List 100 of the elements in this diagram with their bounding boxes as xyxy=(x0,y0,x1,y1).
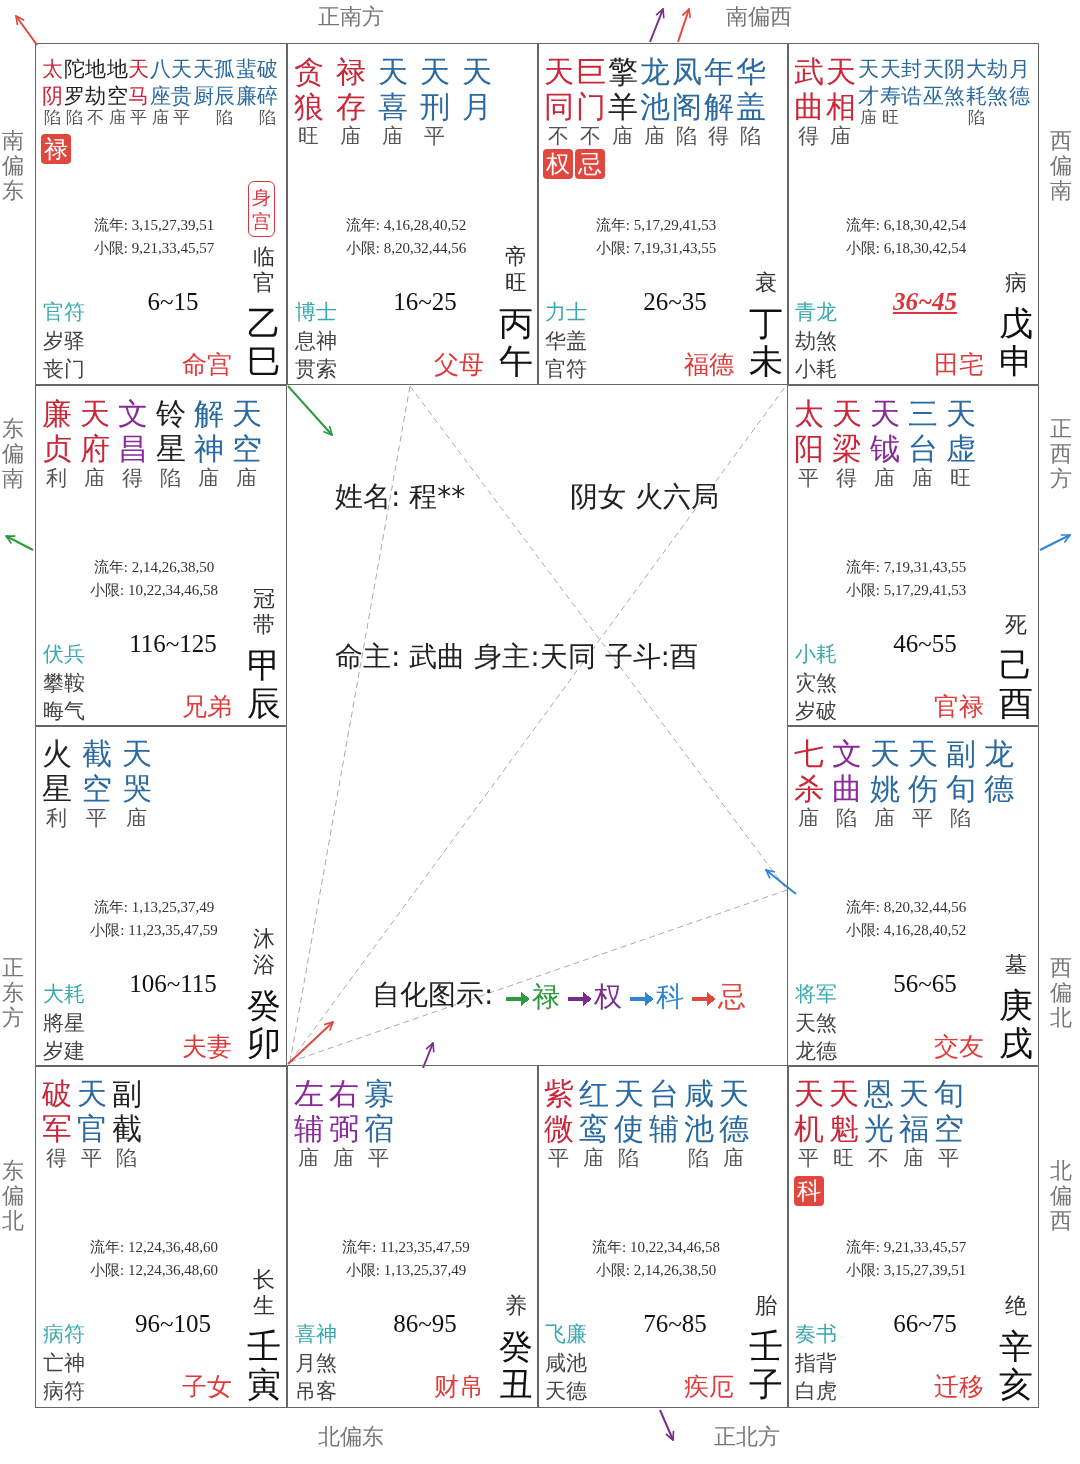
star-name: 紫微 xyxy=(544,1076,574,1146)
life-stage: 死 xyxy=(1005,612,1027,638)
star-name: 台辅 xyxy=(649,1076,679,1146)
direction-label: 正西方 xyxy=(1050,416,1072,491)
palace-cell xyxy=(35,385,287,727)
minor-limit-list: 小限: 7,19,31,43,55 xyxy=(595,241,717,256)
brightness-mark: 庙 xyxy=(333,1148,354,1169)
deity-name: 华盖 xyxy=(545,331,587,352)
brightness-mark: 庙 xyxy=(874,808,895,829)
star-name: 天喜 xyxy=(378,54,408,124)
arrow xyxy=(287,1021,334,1065)
star-name: 武曲 xyxy=(794,54,824,124)
brightness-mark: 平 xyxy=(424,126,445,147)
star-name: 天机 xyxy=(794,1076,824,1146)
deity-name: 亡神 xyxy=(43,1353,85,1374)
star-name: 禄存 xyxy=(336,54,366,124)
transform-badge: 权 xyxy=(543,149,573,179)
deity-name: 官符 xyxy=(545,359,587,380)
star-name: 天福 xyxy=(899,1076,929,1146)
brightness-mark: 陷 xyxy=(65,109,83,126)
deity-name: 晦气 xyxy=(43,701,85,722)
deity-name: 天煞 xyxy=(795,1013,837,1034)
star-name: 天空 xyxy=(232,396,262,466)
year-list: 流年: 4,16,28,40,52 xyxy=(345,218,467,233)
deity-name: 岁建 xyxy=(43,1041,85,1062)
star-name: 截空 xyxy=(82,736,112,806)
age-range: 56~65 xyxy=(893,971,957,996)
star-name: 天姚 xyxy=(870,736,900,806)
brightness-mark: 庙 xyxy=(860,109,877,126)
star-name: 天寿 xyxy=(879,56,901,110)
brightness-mark: 得 xyxy=(46,1148,67,1169)
direction-label: 南偏西 xyxy=(726,6,792,28)
age-range: 46~55 xyxy=(893,631,957,656)
direction-label: 西偏南 xyxy=(1050,128,1072,203)
dashed-line xyxy=(289,385,411,1063)
star-name: 蜚廉 xyxy=(235,56,257,110)
year-list: 流年: 10,22,34,46,58 xyxy=(592,1240,720,1255)
stem-branch: 乙巳 xyxy=(247,304,281,380)
age-range: 116~125 xyxy=(129,631,217,656)
star-name: 天同 xyxy=(544,54,574,124)
brightness-mark: 陷 xyxy=(740,126,761,147)
brightness-mark: 庙 xyxy=(126,808,147,829)
brightness-mark: 得 xyxy=(708,126,729,147)
deity-name: 将军 xyxy=(795,984,837,1005)
star-name: 阴煞 xyxy=(944,56,965,110)
life-stage: 绝 xyxy=(1005,1293,1027,1319)
life-stage: 养 xyxy=(505,1293,527,1319)
deity-name: 指背 xyxy=(795,1353,837,1374)
brightness-mark: 平 xyxy=(81,1148,102,1169)
brightness-mark: 陷 xyxy=(688,1148,709,1169)
brightness-mark: 不 xyxy=(87,109,104,126)
star-name: 地空 xyxy=(106,56,128,109)
brightness-mark: 陷 xyxy=(836,808,857,829)
year-list: 流年: 5,17,29,41,53 xyxy=(595,218,717,233)
minor-limit-list: 小限: 9,21,33,45,57 xyxy=(93,241,215,256)
star-name: 地劫 xyxy=(85,56,106,110)
star-name: 文曲 xyxy=(832,736,862,806)
stem-branch: 庚戌 xyxy=(999,986,1033,1062)
minor-limit-list: 小限: 3,15,27,39,51 xyxy=(845,1263,967,1278)
star-name: 恩光 xyxy=(864,1076,894,1146)
brightness-mark: 庙 xyxy=(382,126,403,147)
brightness-mark: 平 xyxy=(173,109,190,126)
deity-name: 丧门 xyxy=(43,359,85,380)
palace-cell xyxy=(787,725,1039,1067)
direction-label: 南偏东 xyxy=(2,128,24,203)
deity-name: 大耗 xyxy=(43,984,85,1005)
brightness-mark: 庙 xyxy=(236,468,257,489)
transform-badge: 科 xyxy=(794,1176,824,1206)
deity-name: 劫煞 xyxy=(795,331,837,352)
star-name: 红鸾 xyxy=(579,1076,609,1146)
brightness-mark: 旺 xyxy=(298,126,319,147)
legend-label: 禄 xyxy=(532,983,560,1011)
palace-cell xyxy=(787,1065,1039,1408)
deity-name: 息神 xyxy=(295,331,337,352)
star-name: 孤辰 xyxy=(214,56,235,109)
star-name: 旬空 xyxy=(934,1076,964,1146)
deity-name: 岁破 xyxy=(795,701,837,722)
brightness-mark: 平 xyxy=(912,808,933,829)
brightness-mark: 陷 xyxy=(950,808,971,829)
year-list: 流年: 2,14,26,38,50 xyxy=(93,560,215,575)
year-list: 流年: 8,20,32,44,56 xyxy=(845,900,967,915)
star-name: 太阴 xyxy=(42,56,63,109)
star-name: 凤阁 xyxy=(672,54,702,124)
brightness-mark: 平 xyxy=(938,1148,959,1169)
deity-name: 龙德 xyxy=(795,1041,837,1062)
legend-label: 科 xyxy=(656,983,684,1011)
brightness-mark: 得 xyxy=(798,126,819,147)
star-name: 天德 xyxy=(719,1076,749,1146)
minor-limit-list: 小限: 4,16,28,40,52 xyxy=(845,923,967,938)
palace-cell xyxy=(537,1065,789,1408)
brightness-mark: 陷 xyxy=(259,109,276,126)
deity-name: 病符 xyxy=(43,1324,85,1345)
year-list: 流年: 1,13,25,37,49 xyxy=(93,900,215,915)
star-name: 文昌 xyxy=(118,396,148,466)
age-range: 76~85 xyxy=(643,1311,707,1336)
star-name: 天府 xyxy=(80,396,110,466)
brightness-mark: 不 xyxy=(548,126,569,147)
brightness-mark: 旺 xyxy=(950,468,971,489)
palace-cell xyxy=(287,43,539,385)
stem-branch: 戊申 xyxy=(999,304,1033,380)
